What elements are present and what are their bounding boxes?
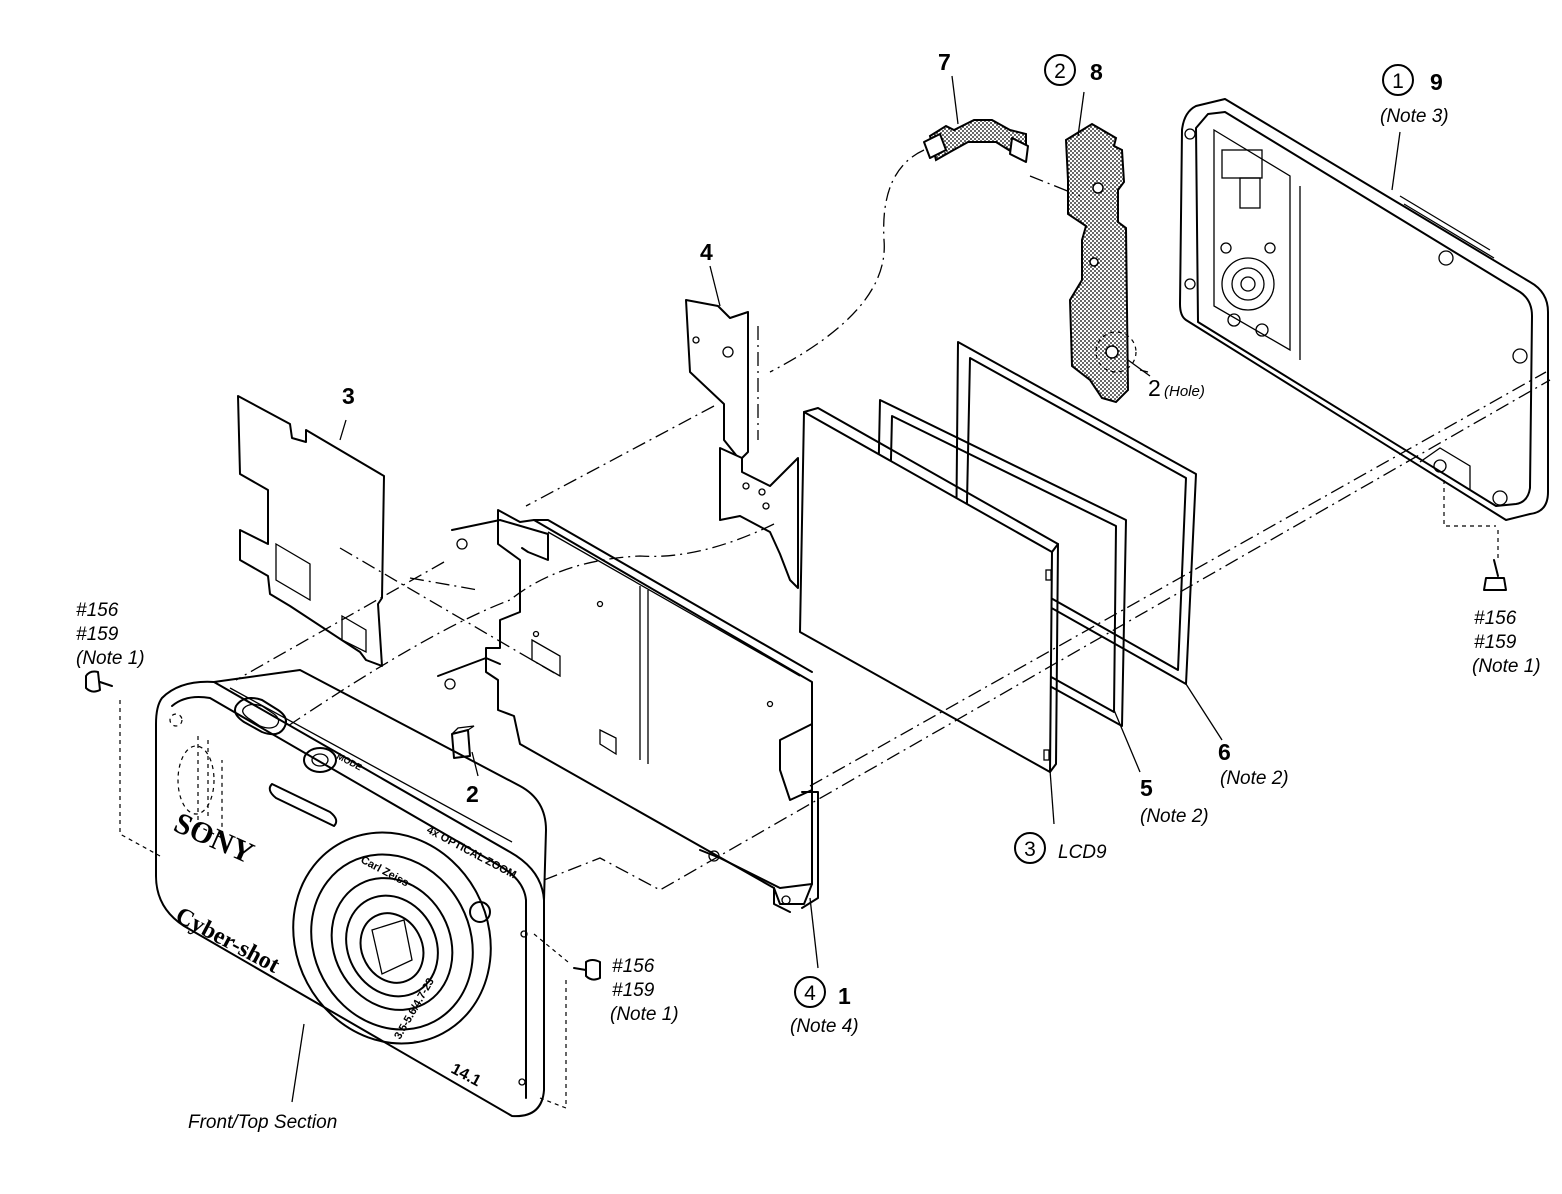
ref-9-circled: 1 bbox=[1392, 70, 1404, 93]
screw-left-code-1: #156 bbox=[76, 600, 119, 621]
brand-sony: SONY bbox=[169, 806, 259, 870]
ref-1-circled: 4 bbox=[804, 982, 816, 1005]
model-line-text: Cyber-shot bbox=[171, 902, 284, 978]
callout-labels: 7 2 8 1 9 (Note 3) 4 3 2 (Hole) 2 6 (Not… bbox=[76, 49, 1541, 1133]
part-4-bracket bbox=[685, 299, 759, 461]
rear-cabinet-part bbox=[1179, 98, 1549, 521]
screw-left-code-2: #159 bbox=[76, 624, 119, 645]
ref-1-label: 1 bbox=[838, 983, 851, 1009]
ref-6-label: 6 bbox=[1218, 739, 1231, 765]
leader-lines bbox=[235, 75, 1551, 1103]
ref-1-note: (Note 4) bbox=[790, 1016, 859, 1037]
screw-right-code-2: #159 bbox=[1474, 632, 1517, 653]
ref-2-label: 2 bbox=[466, 781, 479, 807]
screw-front bbox=[533, 933, 601, 1109]
ref-6-note: (Note 2) bbox=[1220, 768, 1289, 789]
part-1-frame bbox=[437, 509, 819, 913]
hole-note: (Hole) bbox=[1164, 383, 1205, 400]
lcd-code: LCD9 bbox=[1058, 842, 1107, 863]
ref-5-label: 5 bbox=[1140, 775, 1153, 801]
section-label: Front/Top Section bbox=[188, 1112, 337, 1133]
mode-text: MODE bbox=[335, 751, 364, 773]
screw-right-note: (Note 1) bbox=[1472, 656, 1541, 677]
part-3-sheet bbox=[237, 395, 385, 667]
lens-spec-text: 3.5-5.6/4.7-23 bbox=[392, 976, 437, 1041]
lcd-circled: 3 bbox=[1024, 838, 1036, 861]
screw-right bbox=[1443, 480, 1507, 591]
front-top-section-body: SONY Cyber-shot Carl Zeiss 3.5-5.6/4.7-2… bbox=[155, 669, 547, 1118]
ref-9-note: (Note 3) bbox=[1380, 106, 1449, 127]
megapixels-text: 14.1 bbox=[448, 1061, 484, 1091]
screw-left bbox=[85, 670, 161, 857]
screw-front-code-2: #159 bbox=[612, 980, 655, 1001]
ref-4-label: 4 bbox=[700, 239, 713, 265]
ref-3-label: 3 bbox=[342, 383, 355, 409]
ref-8-label: 8 bbox=[1090, 59, 1103, 85]
lens-brand-text: Carl Zeiss bbox=[359, 854, 411, 889]
ref-7-label: 7 bbox=[938, 49, 951, 75]
zoom-text: 4x OPTICAL ZOOM bbox=[425, 824, 518, 881]
part-2-small bbox=[451, 725, 475, 759]
screw-front-code-1: #156 bbox=[612, 956, 655, 977]
lcd9-panel bbox=[799, 407, 1059, 773]
ref-8-circled: 2 bbox=[1054, 60, 1066, 83]
part-7-flex-cable bbox=[923, 119, 1029, 163]
screw-front-note: (Note 1) bbox=[610, 1004, 679, 1025]
part-4-lower-bracket bbox=[719, 447, 799, 589]
hole-ref-label: 2 bbox=[1148, 375, 1161, 401]
screw-right-code-1: #156 bbox=[1474, 608, 1517, 629]
screw-left-note: (Note 1) bbox=[76, 648, 145, 669]
part-8-board bbox=[1064, 122, 1137, 404]
ref-9-label: 9 bbox=[1430, 69, 1443, 95]
ref-5-note: (Note 2) bbox=[1140, 806, 1209, 827]
